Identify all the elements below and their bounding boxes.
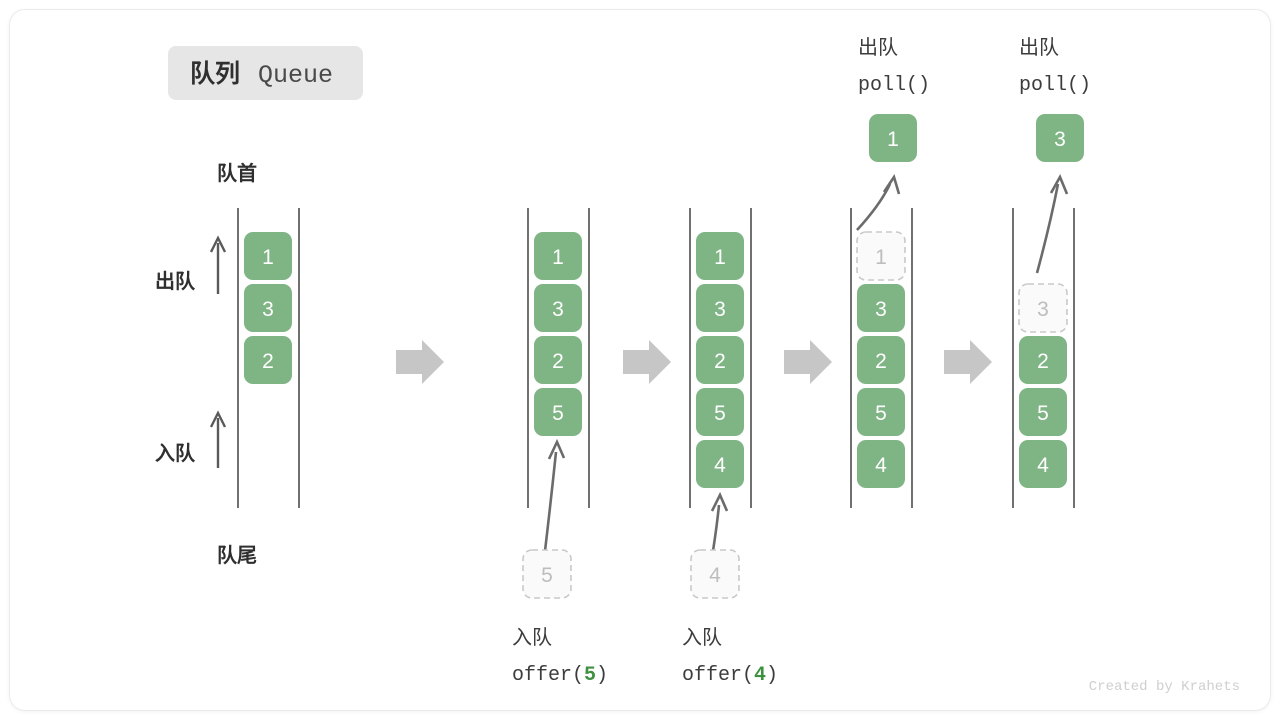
queue-node — [534, 336, 582, 384]
queue-node-value: 5 — [1037, 402, 1049, 425]
queue-node — [534, 284, 582, 332]
ghost-node — [1018, 283, 1068, 333]
flow-arrow-icon — [944, 340, 992, 384]
queue-node — [696, 232, 744, 280]
queue-node — [857, 284, 905, 332]
flow-arrow-icon — [784, 340, 832, 384]
node-group-initial: 1 3 2 — [244, 232, 292, 384]
queue-node-value: 1 — [714, 246, 726, 269]
queue-node-value: 2 — [552, 350, 564, 373]
insert-arrow-shaft — [711, 504, 721, 552]
insert-arrow-head — [547, 438, 566, 460]
queue-node-value: 3 — [552, 298, 564, 321]
popped-node-value: 3 — [1054, 128, 1066, 151]
offer-caption-cn: 入队 — [682, 626, 722, 649]
queue-node — [696, 336, 744, 384]
flow-arrow-icon — [396, 340, 444, 384]
queue-node — [696, 440, 744, 488]
flow-arrow-icon — [623, 340, 671, 384]
queue-node — [857, 388, 905, 436]
column-offer-5: 1 3 2 5 5 入队 offer(5) — [512, 208, 608, 687]
queue-node — [244, 336, 292, 384]
ghost-node — [522, 549, 572, 599]
queue-node — [857, 440, 905, 488]
ghost-node — [856, 231, 906, 281]
dequeue-label: 出队 — [155, 269, 196, 293]
queue-node — [1019, 388, 1067, 436]
rear-label: 队尾 — [217, 543, 257, 567]
column-poll-1: 出队 poll() 1 1 3 2 5 4 — [850, 36, 930, 508]
column-initial: 队首 队尾 出队 入队 1 3 2 — [155, 161, 300, 567]
enqueue-arrow-head — [209, 410, 227, 428]
popped-node-value: 1 — [887, 128, 899, 151]
offer-caption-code: offer(5) — [512, 664, 608, 687]
credit-text: Created by Krahets — [1089, 679, 1240, 695]
queue-node — [244, 232, 292, 280]
title-cn-text: 队列 — [190, 59, 240, 88]
queue-node — [696, 284, 744, 332]
insert-arrow-head — [710, 491, 729, 512]
ghost-node — [690, 549, 740, 599]
queue-node-value: 1 — [552, 246, 564, 269]
queue-node-value: 5 — [552, 402, 564, 425]
queue-node-value: 2 — [1037, 350, 1049, 373]
queue-node — [1019, 440, 1067, 488]
poll-caption-code: poll() — [858, 74, 930, 97]
queue-node — [857, 336, 905, 384]
ghost-node-value: 3 — [1037, 298, 1049, 321]
remove-arrow-shaft — [1035, 183, 1060, 274]
remove-arrow-head — [882, 173, 901, 195]
queue-node-value: 3 — [714, 298, 726, 321]
queue-node-value: 2 — [714, 350, 726, 373]
queue-node-value: 5 — [714, 402, 726, 425]
enqueue-label: 入队 — [155, 441, 196, 465]
queue-node-value: 3 — [875, 298, 887, 321]
queue-node-value: 2 — [262, 350, 274, 373]
front-label: 队首 — [217, 161, 257, 185]
offer-caption-cn: 入队 — [512, 626, 552, 649]
title-en-text: Queue — [258, 61, 333, 90]
queue-node-value: 1 — [262, 246, 274, 269]
queue-node-value: 4 — [714, 454, 726, 477]
queue-node-value: 3 — [262, 298, 274, 321]
queue-node — [534, 388, 582, 436]
queue-node — [244, 284, 292, 332]
title-badge: 队列 Queue — [168, 46, 363, 100]
remove-arrow-head — [1049, 174, 1069, 195]
ghost-node-value: 1 — [875, 246, 887, 269]
popped-node — [869, 114, 917, 162]
poll-caption-cn: 出队 — [1019, 36, 1059, 59]
queue-node — [1019, 336, 1067, 384]
queue-node-value: 4 — [875, 454, 887, 477]
title-badge-bg — [168, 46, 363, 100]
ghost-node-value: 4 — [709, 564, 721, 587]
column-poll-3: 出队 poll() 3 3 2 5 4 — [1012, 36, 1091, 508]
queue-node-value: 5 — [875, 402, 887, 425]
insert-arrow-shaft — [543, 451, 558, 552]
column-offer-4: 1 3 2 5 4 4 入队 offer(4) — [682, 208, 778, 687]
ghost-node-value: 5 — [541, 564, 553, 587]
offer-caption-code: offer(4) — [682, 664, 778, 687]
poll-caption-code: poll() — [1019, 74, 1091, 97]
popped-node — [1036, 114, 1084, 162]
queue-node-value: 4 — [1037, 454, 1049, 477]
queue-node — [534, 232, 582, 280]
poll-caption-cn: 出队 — [858, 36, 898, 59]
dequeue-arrow-head — [209, 235, 227, 253]
queue-node — [696, 388, 744, 436]
queue-node-value: 2 — [875, 350, 887, 373]
